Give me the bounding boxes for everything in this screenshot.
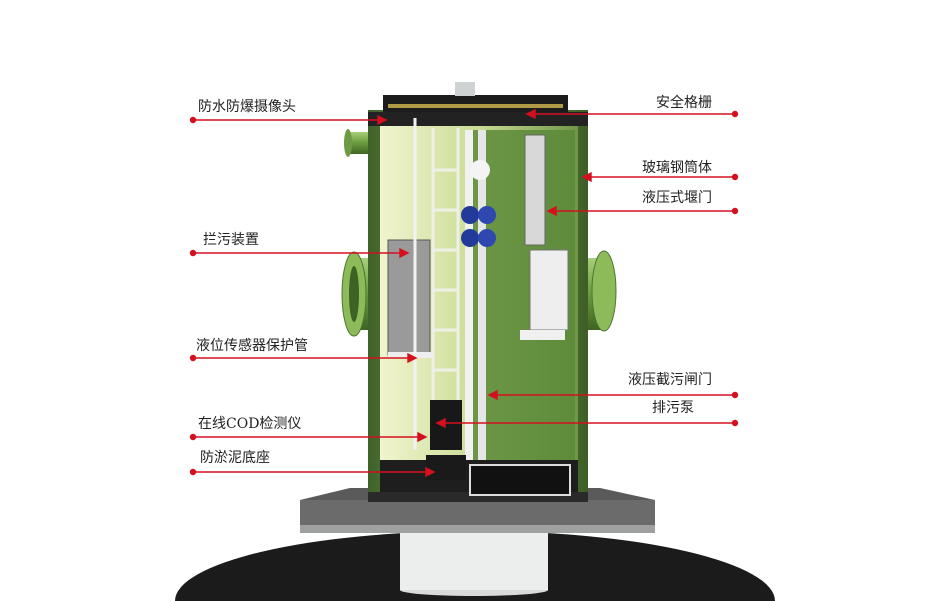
label-level-sensor-tube: 液位传感器保护管 xyxy=(196,338,308,354)
frp-tank xyxy=(368,82,588,502)
label-cod-analyzer: 在线COD检测仪 xyxy=(198,416,302,432)
label-hydraulic-weir-gate: 液压式堰门 xyxy=(642,190,712,206)
label-frp-cylinder: 玻璃钢筒体 xyxy=(642,160,712,176)
label-trash-screen: 拦污装置 xyxy=(203,232,259,248)
label-explosion-proof-camera: 防水防爆摄像头 xyxy=(198,99,296,115)
label-anti-sludge-base: 防淤泥底座 xyxy=(200,450,270,466)
leader-lines xyxy=(189,108,739,478)
label-sewage-pump: 排污泵 xyxy=(652,400,694,416)
inlet-pipe xyxy=(341,129,390,337)
label-safety-grating: 安全格栅 xyxy=(656,95,712,111)
label-hydraulic-interception-gate: 液压截污闸门 xyxy=(628,372,712,388)
